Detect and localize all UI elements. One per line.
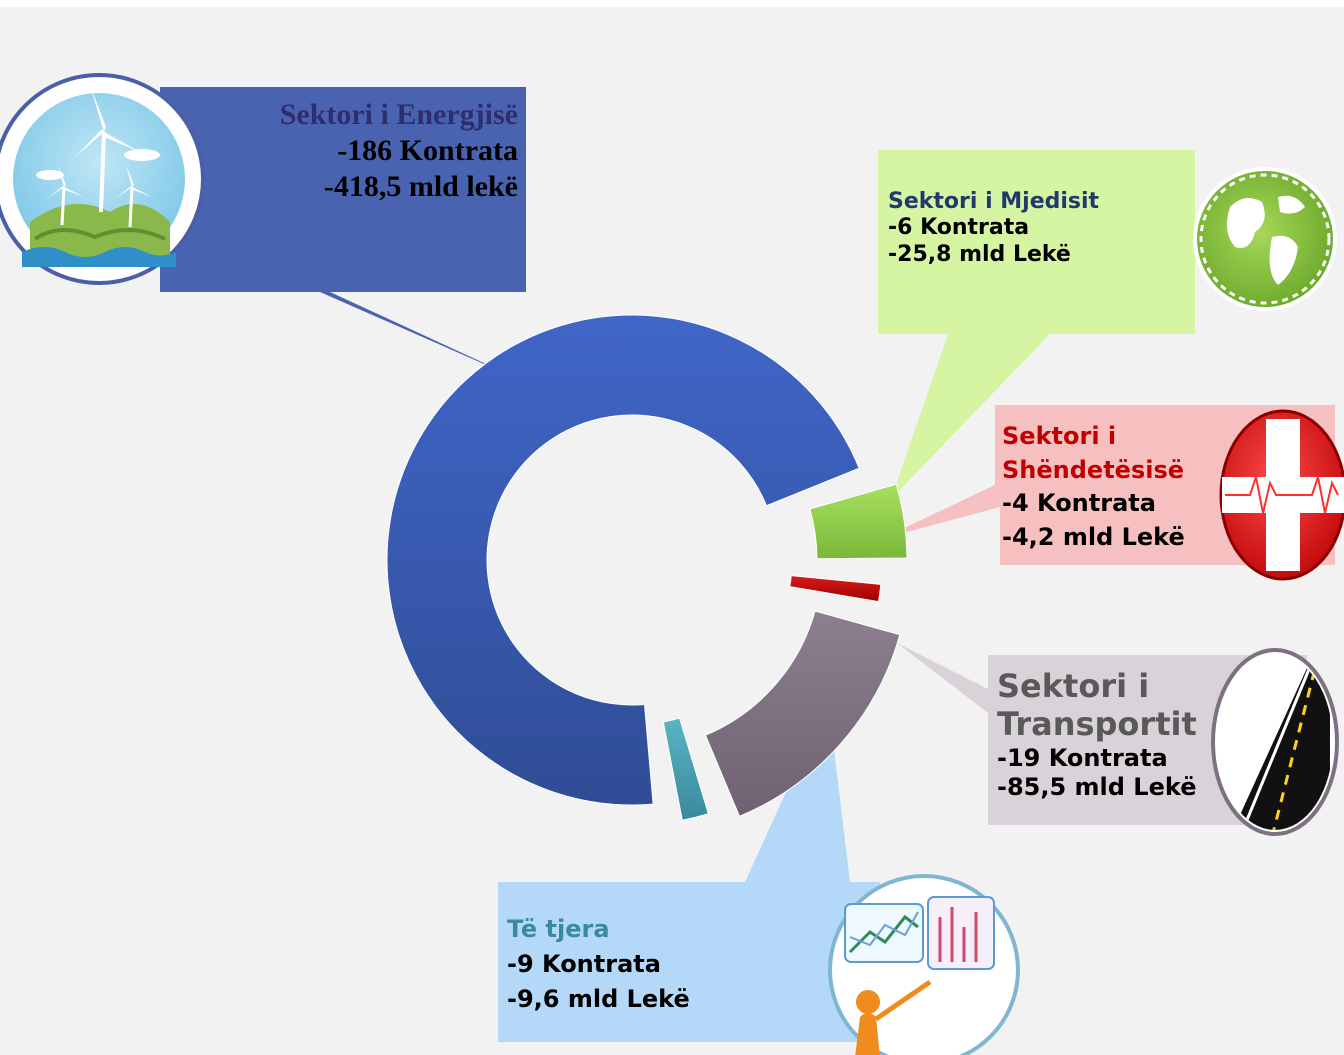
health-title-line1: Sektori i [1002, 422, 1117, 450]
environment-label: Sektori i Mjedisit -6 Kontrata -25,8 mld… [888, 189, 1099, 268]
wind-turbine-icon [0, 73, 205, 285]
transport-label: Sektori i Transportit -19 Kontrata -85,5… [997, 667, 1197, 801]
environment-callout [878, 150, 1195, 499]
health-label: Sektori i Shëndetësisë -4 Kontrata -4,2 … [1002, 420, 1185, 554]
energy-label: Sektori i Energjisë -186 Kontrata -418,5… [200, 97, 518, 205]
slice-other [662, 717, 709, 821]
health-value: -4,2 mld Lekë [1002, 522, 1185, 551]
transport-contracts: -19 Kontrata [997, 743, 1168, 772]
transport-callout [897, 643, 1307, 825]
chart-svg [0, 73, 1344, 1055]
other-label: Të tjera -9 Kontrata -9,6 mld Lekë [507, 912, 690, 1016]
environment-contracts: -6 Kontrata [888, 215, 1030, 241]
slice-health [789, 575, 882, 603]
other-value: -9,6 mld Lekë [507, 984, 690, 1013]
energy-title: Sektori i Energjisë [279, 98, 518, 131]
energy-contracts: -186 Kontrata [337, 134, 518, 167]
energy-value: -418,5 mld lekë [323, 170, 518, 203]
other-callout [498, 700, 880, 1042]
slice-energy [386, 314, 860, 806]
health-contracts: -4 Kontrata [1002, 489, 1156, 518]
health-title-line2: Shëndetësisë [1002, 455, 1185, 484]
chart-area: Sektori i Energjisë -186 Kontrata -418,5… [0, 7, 1344, 1055]
slice-environment [809, 483, 908, 560]
transport-title-line1: Sektori i [997, 667, 1150, 705]
health-callout [881, 405, 1335, 565]
medical-cross-heartbeat-icon [1219, 409, 1344, 581]
environment-title: Sektori i Mjedisit [888, 189, 1100, 214]
other-contracts: -9 Kontrata [507, 949, 661, 978]
eco-globe-icon [1193, 167, 1337, 311]
environment-value: -25,8 mld Lekë [888, 241, 1071, 267]
slice-transport [704, 610, 901, 818]
presentation-chart-icon [828, 874, 1020, 1055]
transport-value: -85,5 mld Lekë [997, 772, 1197, 801]
transport-title-line2: Transportit [997, 705, 1197, 744]
other-title: Të tjera [507, 915, 610, 943]
energy-callout [160, 87, 526, 382]
road-icon [1211, 648, 1339, 836]
